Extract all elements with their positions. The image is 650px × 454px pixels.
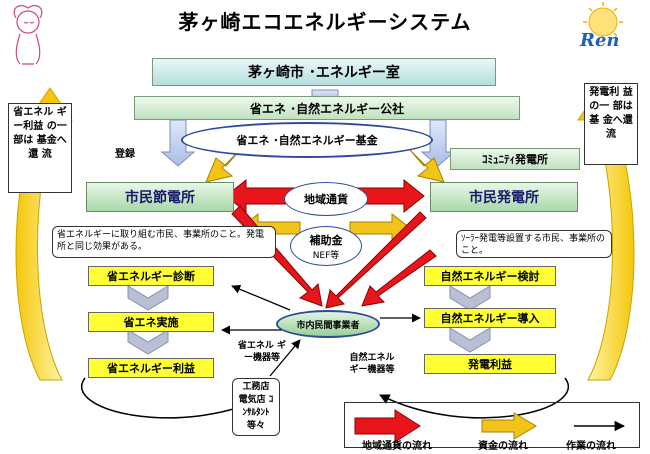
legend-label-fund: 資金の流れ [478, 441, 528, 452]
left-note: 省エネル ギー利益 の一部は 基金へ還 流 [8, 103, 72, 193]
subsidy-ellipse: 補助金 NEF等 [290, 226, 362, 266]
mascot-illustration [13, 5, 43, 65]
legend-label-work: 作業の流れ [566, 441, 616, 452]
subsidy-label: 補助金 [309, 233, 343, 247]
citizen-saving-plant: 市民節電所 [86, 182, 234, 212]
fund-arrow-left [205, 149, 241, 183]
right-step-chevron-2 [449, 327, 491, 353]
left-step-3: 省エネルギー利益 [88, 358, 214, 378]
ren-logo-text: Ren [580, 30, 620, 51]
currency-diag-right-top [325, 211, 427, 309]
energy-office-bar: 茅ヶ崎市 ･エネルギー室 [152, 58, 496, 86]
currency-diag-right [361, 249, 437, 307]
right-note: 発電利 益の一 部は基 金へ還 流 [584, 83, 638, 165]
local-currency-ellipse: 地域通貨 [284, 182, 368, 216]
blue-arrow-left [160, 119, 196, 167]
left-step-2: 省エネ実施 [88, 312, 214, 332]
left-step-chevron-2 [127, 329, 169, 355]
community-plant-label: ｺﾐｭﾆﾃｨ発電所 [450, 148, 580, 170]
legend-label-currency: 地域通貨の流れ [362, 441, 432, 452]
left-equipment-label: 省エネル ギー機器等 [237, 341, 287, 363]
blue-arrow-right [420, 119, 456, 167]
fund-arrow-right [409, 149, 445, 183]
right-step-1: 自然エネルギー検討 [424, 266, 556, 286]
right-description: ｿｰﾗｰ発電等設置する市民、事業所のこと。 [456, 230, 612, 258]
work-arrow-contractor [269, 339, 301, 377]
fund-ellipse: 省エネ ･自然エネルギー基金 [181, 122, 433, 158]
work-arrow-business-left [231, 284, 291, 311]
right-step-3: 発電利益 [424, 354, 556, 374]
business-ellipse: 市内民間事業者 [276, 310, 380, 338]
legend-red-arrow [354, 409, 421, 443]
legend-yellow-arrow [481, 412, 537, 440]
citizen-power-plant: 市民発電所 [430, 182, 578, 212]
left-description: 省エネルギーに取り組む市民、事業所のこと。発電所と同じ効果がある。 [52, 226, 276, 258]
right-equipment-label: 自然エネル ギー機器等 [349, 353, 395, 375]
legend-box [344, 402, 640, 448]
left-step-chevron-1 [127, 285, 169, 311]
corporation-bar: 省エネ ･自然エネルギー公社 [134, 96, 520, 120]
contractors-box: 工務店 電気店 ｺﾝｻﾙﾀﾝﾄ 等々 [232, 378, 280, 436]
left-step-1: 省エネルギー診断 [88, 266, 214, 286]
ren-logo-sun [583, 2, 623, 42]
nef-label: NEF等 [312, 250, 340, 261]
right-step-2: 自然エネルギー導入 [424, 308, 556, 328]
right-step-chevron-1 [449, 285, 491, 311]
register-label: 登録 [115, 149, 135, 160]
page-title: 茅ヶ崎エコエネルギーシステム [178, 10, 472, 34]
